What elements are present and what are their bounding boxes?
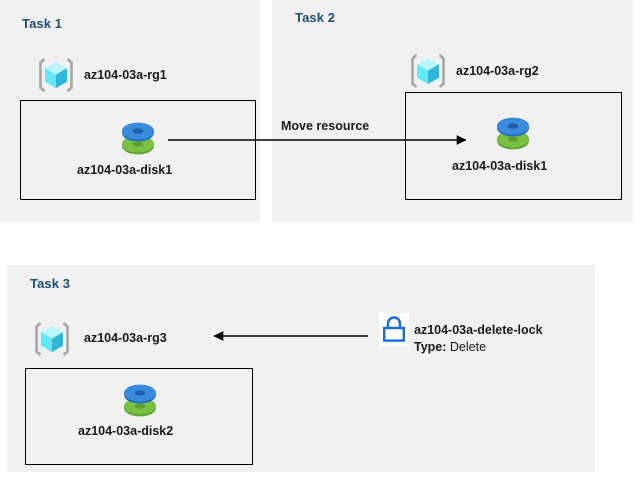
- resource-group-label-task-2: az104-03a-rg2: [456, 64, 539, 78]
- resource-label-task-2: az104-03a-disk1: [452, 159, 548, 173]
- panel-title-task-3: Task 3: [30, 276, 71, 291]
- resource-label-task-1: az104-03a-disk1: [77, 163, 173, 177]
- resource-label-task-3: az104-03a-disk2: [78, 424, 174, 438]
- managed-disk-icon: [117, 116, 159, 160]
- lock-type-row: Type: Delete: [414, 340, 486, 354]
- resource-group-label-task-3: az104-03a-rg3: [84, 331, 167, 345]
- lock-type-label: Type:: [414, 340, 447, 354]
- resource-group-cube-icon: [409, 52, 447, 90]
- padlock-icon: [379, 313, 409, 346]
- managed-disk-icon: [492, 111, 534, 155]
- resource-group-cube-icon: [37, 56, 75, 94]
- move-resource-label: Move resource: [281, 119, 370, 133]
- managed-disk-icon: [119, 378, 161, 422]
- resource-group-box-task-3: [25, 368, 253, 465]
- resource-group-cube-icon: [33, 320, 71, 358]
- panel-title-task-1: Task 1: [22, 16, 63, 31]
- resource-group-box-task-1: [20, 100, 256, 200]
- resource-group-label-task-1: az104-03a-rg1: [84, 68, 167, 82]
- lock-type-value: Delete: [449, 340, 487, 354]
- panel-title-task-2: Task 2: [295, 10, 336, 25]
- lock-name-label: az104-03a-delete-lock: [414, 323, 543, 337]
